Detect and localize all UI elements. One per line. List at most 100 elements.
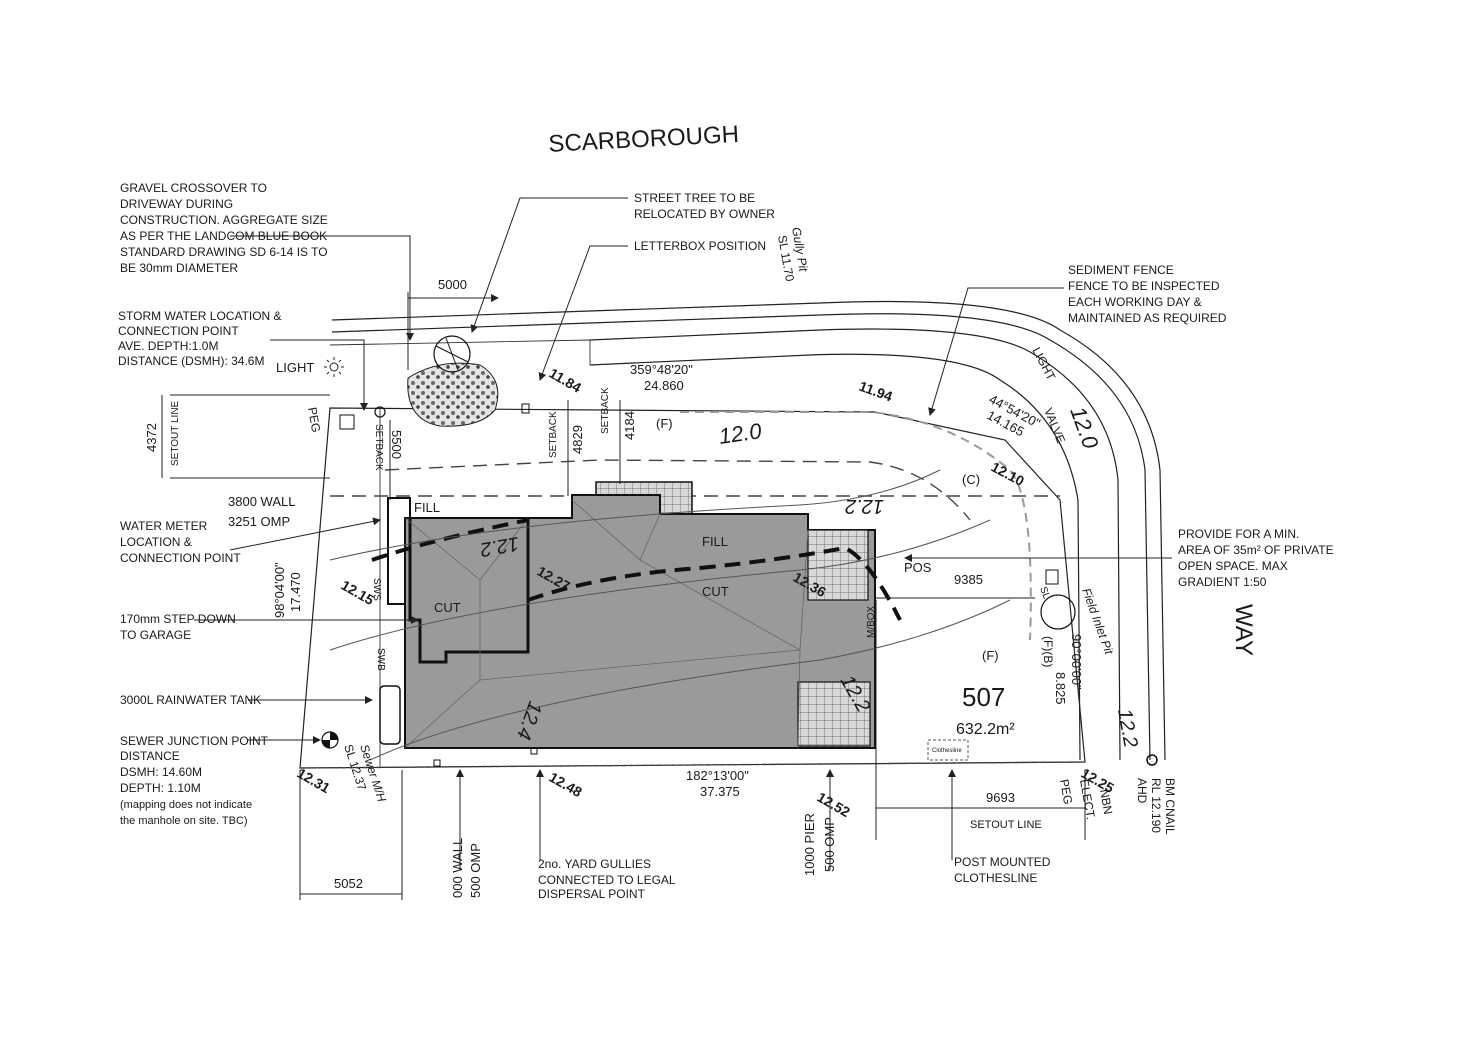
bearing-east-len: 8.825 [1053, 672, 1068, 705]
note-letterbox: LETTERBOX POSITION [634, 239, 766, 253]
svg-text:STANDARD DRAWING SD 6-14 IS TO: STANDARD DRAWING SD 6-14 IS TO [120, 245, 328, 259]
svg-text:(mapping does not indicate: (mapping does not indicate [120, 799, 252, 811]
roof-lines [404, 499, 809, 749]
svg-text:DISTANCE (DSMH): 34.6M: DISTANCE (DSMH): 34.6M [118, 354, 264, 368]
contour-label-6: 12.2 [1113, 707, 1141, 749]
contour-label-2: 12.0 [1065, 403, 1103, 453]
cut-fill-line [371, 518, 902, 621]
leader-lines [194, 197, 1172, 870]
note-storm-water: STORM WATER LOCATION & CONNECTION POINT … [118, 309, 282, 368]
svg-text:DRIVEWAY DURING: DRIVEWAY DURING [120, 197, 233, 211]
bearing-west-len: 17.470 [288, 572, 303, 612]
dim-4372: 4372 [144, 423, 159, 452]
svg-text:SEDIMENT FENCE: SEDIMENT FENCE [1068, 263, 1174, 277]
note-private-open-space: PROVIDE FOR A MIN. AREA OF 35m² OF PRIVA… [1178, 527, 1334, 589]
level-1194: 11.94 [857, 378, 895, 405]
svg-text:FENCE TO BE INSPECTED: FENCE TO BE INSPECTED [1068, 279, 1220, 293]
bearing-north: 359°48'20" [630, 362, 693, 377]
note-yard-gullies: 2no. YARD GULLIES CONNECTED TO LEGAL DIS… [538, 857, 676, 901]
dim-omp-south-2: 500 OMP [822, 817, 837, 872]
light-label: LIGHT [276, 360, 314, 375]
contour-lines [329, 469, 1011, 761]
svg-text:AS PER THE LANDCOM BLUE BOOK: AS PER THE LANDCOM BLUE BOOK [120, 229, 327, 243]
note-step-down: 170mm STEP DOWN TO GARAGE [120, 612, 236, 642]
level-1252: 12.52 [815, 789, 854, 820]
svg-text:the manhole on site. TBC): the manhole on site. TBC) [120, 815, 248, 827]
road-kerb-lines [329, 300, 1166, 761]
light-icon [324, 357, 344, 377]
dim-wall-south: 000 WALL [450, 838, 465, 898]
note-gravel-crossover: GRAVEL CROSSOVER TO DRIVEWAY DURING CONS… [120, 181, 328, 275]
svg-text:CONNECTION POINT: CONNECTION POINT [120, 551, 241, 565]
lot-number: 507 [962, 682, 1005, 712]
dim-omp: 3251 OMP [228, 514, 290, 529]
setback-west: SETBACK [373, 424, 384, 471]
clothesline [927, 739, 969, 761]
svg-text:MAINTAINED AS REQUIRED: MAINTAINED AS REQUIRED [1068, 311, 1227, 325]
svg-text:RELOCATED BY OWNER: RELOCATED BY OWNER [634, 207, 775, 221]
bm-label-3: AHD [1135, 778, 1149, 804]
fence-f-east: (F) [982, 648, 999, 663]
dim-4829: 4829 [570, 425, 585, 454]
svg-text:STREET TREE TO BE: STREET TREE TO BE [634, 191, 755, 205]
svg-text:PROVIDE FOR A MIN.: PROVIDE FOR A MIN. [1178, 527, 1299, 541]
dim-pier: 1000 PIER [802, 813, 817, 876]
bm-label-1: BM CNAIL [1163, 778, 1177, 835]
street-tree [433, 335, 471, 373]
svg-text:CONNECTION POINT: CONNECTION POINT [118, 324, 239, 338]
bearing-east: 90°00'00" [1069, 634, 1084, 690]
peg-east: PEG [1057, 778, 1075, 805]
storm-water-point [374, 406, 386, 418]
note-sewer-junction: SEWER JUNCTION POINT DISTANCE DSMH: 14.6… [120, 734, 269, 827]
sediment-fence-inner [384, 459, 971, 521]
pos-label: POS [904, 560, 932, 575]
elect-label: ELECT. [1077, 778, 1098, 821]
gravel-crossover [407, 362, 499, 427]
svg-text:POST MOUNTED: POST MOUNTED [954, 855, 1051, 869]
setback-mid: SETBACK [548, 411, 559, 458]
svg-text:DISPERSAL POINT: DISPERSAL POINT [538, 887, 646, 901]
sws-label: SWS [371, 578, 382, 601]
dimension-lines [161, 292, 1086, 900]
svg-text:TO GARAGE: TO GARAGE [120, 628, 191, 642]
cut-label-main: CUT [702, 584, 729, 599]
level-1210: 12.10 [989, 459, 1028, 490]
setout-line-bottom: SETOUT LINE [970, 819, 1042, 831]
bearing-south-len: 37.375 [700, 784, 740, 799]
rainwater-tank [379, 685, 401, 745]
field-inlet-pit-sl: SL [1037, 585, 1052, 601]
svg-text:WATER METER: WATER METER [120, 519, 208, 533]
dim-4184: 4184 [622, 411, 637, 440]
svg-text:BE 30mm DIAMETER: BE 30mm DIAMETER [120, 261, 238, 275]
letterbox [521, 403, 530, 414]
sediment-fence [680, 411, 1032, 641]
note-sediment-fence: SEDIMENT FENCE FENCE TO BE INSPECTED EAC… [1068, 263, 1227, 325]
svg-text:GRADIENT 1:50: GRADIENT 1:50 [1178, 575, 1267, 589]
svg-text:AREA OF 35m² OF PRIVATE: AREA OF 35m² OF PRIVATE [1178, 543, 1334, 557]
bm-label-2: RL 12.190 [1149, 778, 1163, 833]
fence-fb: (F)(B) [1041, 636, 1055, 667]
svg-text:OPEN SPACE. MAX: OPEN SPACE. MAX [1178, 559, 1288, 573]
m-box-label: M/BOX [866, 605, 877, 638]
contour-label-3: 12.2 [845, 495, 884, 517]
lot-area: 632.2m² [956, 721, 1015, 738]
cut-label-west: CUT [434, 600, 461, 615]
contour-label-1: 12.0 [717, 418, 764, 449]
fence-c: (C) [962, 472, 980, 487]
valve-label: VALVE [1041, 406, 1068, 445]
svg-text:CONNECTED TO LEGAL: CONNECTED TO LEGAL [538, 873, 676, 887]
fence-f-north: (F) [656, 416, 673, 431]
svg-text:EACH WORKING DAY &: EACH WORKING DAY & [1068, 295, 1202, 309]
bearing-south: 182°13'00" [686, 768, 749, 783]
level-1184: 11.84 [547, 365, 585, 396]
alfresco-grid-south [797, 681, 871, 747]
street-name-north: SCARBOROUGH [548, 121, 740, 158]
svg-text:170mm STEP DOWN: 170mm STEP DOWN [120, 612, 236, 626]
svg-text:DSMH: 14.60M: DSMH: 14.60M [120, 765, 202, 779]
note-rainwater-tank: 3000L RAINWATER TANK [120, 693, 261, 707]
dim-omp-south: 500 OMP [468, 843, 483, 898]
house-footprint [404, 494, 876, 749]
svg-text:CLOTHESLINE: CLOTHESLINE [954, 871, 1037, 885]
field-inlet-pit [1040, 594, 1076, 630]
